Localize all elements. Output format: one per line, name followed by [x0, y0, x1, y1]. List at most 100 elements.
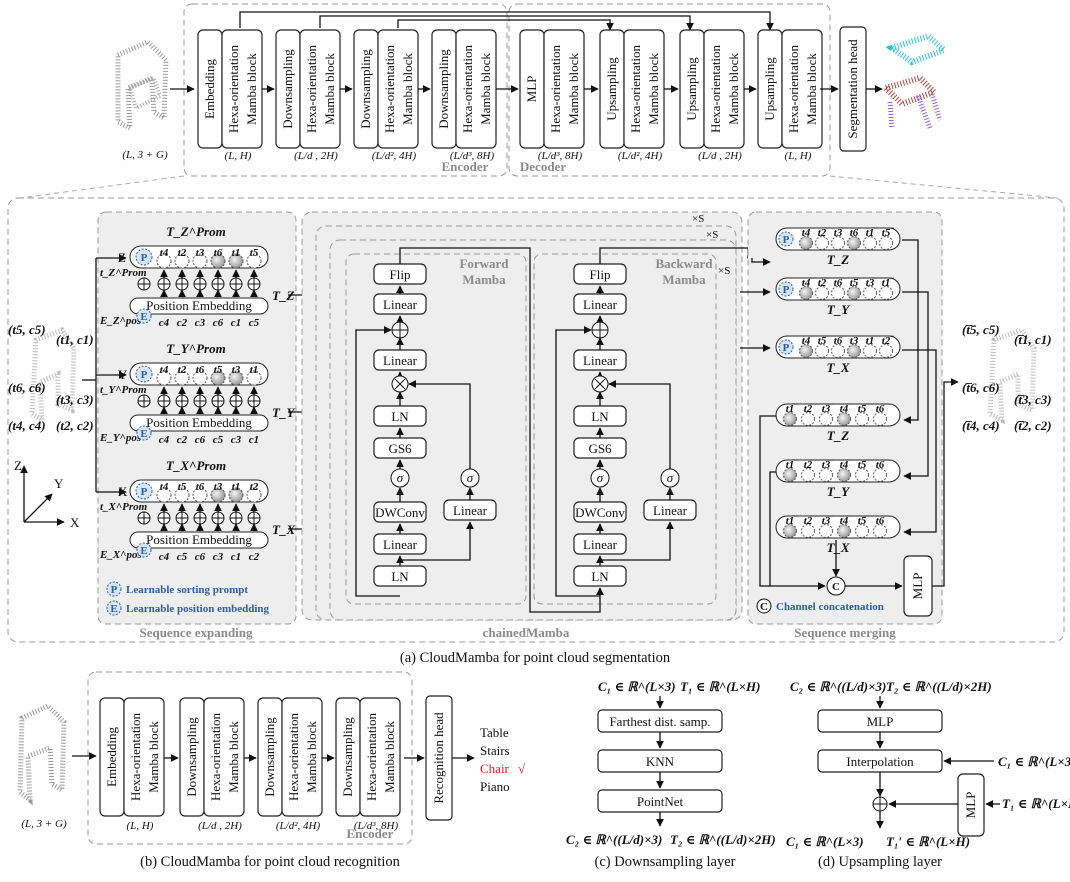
- input-chair-pointcloud: [115, 39, 169, 133]
- svg-text:P: P: [141, 252, 148, 264]
- axis-z: Z: [14, 458, 22, 473]
- svg-text:σ: σ: [467, 470, 474, 485]
- svg-text:E: E: [140, 428, 147, 440]
- coord-label: c2: [249, 551, 260, 563]
- mamba-block-label: Mamba block: [382, 721, 397, 793]
- backward-mamba-title: Backward: [655, 256, 713, 271]
- svg-text:E: E: [140, 311, 147, 323]
- svg-text:LN: LN: [591, 569, 609, 584]
- merge-token-ball: [879, 344, 893, 358]
- coord-label: c2: [177, 317, 188, 329]
- legend-channel-concat: C Channel concatenation: [756, 598, 884, 614]
- rec-block-label: Downsampling: [340, 717, 355, 797]
- hexa-label: Hexa-orientation: [364, 712, 379, 801]
- token-label: t4: [160, 481, 169, 493]
- svg-text:KNN: KNN: [646, 754, 675, 769]
- output-segmented-chair: [880, 32, 950, 129]
- svg-text:P: P: [783, 342, 790, 354]
- downsampling-block-1-label: Downsampling: [280, 49, 295, 129]
- caption-a: (a) CloudMamba for point cloud segmentat…: [400, 650, 671, 666]
- axis-y: Y: [54, 476, 64, 491]
- merge-token-ball: [819, 412, 833, 426]
- rec-hexa-mamba-block: [359, 697, 401, 817]
- rec-dim-label: (L, H): [127, 820, 154, 832]
- token-label: t1: [232, 481, 241, 493]
- svg-text:Linear: Linear: [583, 353, 618, 368]
- svg-text:Flip: Flip: [390, 267, 411, 282]
- merge-token-ball: [831, 286, 845, 300]
- merge-token-ball: [855, 524, 869, 538]
- token-ball: [210, 487, 226, 503]
- token-label: t2: [250, 481, 259, 493]
- token-ball: [156, 253, 172, 269]
- recognition-input-chair: [17, 702, 67, 806]
- legend-position-embedding: E Learnable position embedding: [106, 600, 270, 616]
- mamba-block-label: Mamba block: [566, 53, 581, 125]
- svg-text:LN: LN: [391, 409, 409, 424]
- svg-text:Mamba: Mamba: [662, 272, 706, 287]
- merge-token-ball: [783, 524, 797, 538]
- position-embedding-box: [129, 531, 269, 549]
- hexa-label: Hexa-orientation: [708, 44, 723, 133]
- token-ball: [174, 370, 190, 386]
- token-label: t1: [250, 364, 259, 376]
- svg-text:(L, 3 + G): (L, 3 + G): [21, 818, 67, 830]
- token-label: t5: [214, 364, 223, 376]
- token-ball: [156, 487, 172, 503]
- coord-label: c5: [213, 434, 224, 446]
- rec-dim-label: (L/d³, 8H): [354, 820, 399, 832]
- svg-text:E: E: [110, 603, 117, 615]
- token-label: t6: [214, 247, 223, 259]
- us-out-c: C₁ ∈ ℝ^(L×3): [786, 834, 864, 849]
- svg-text:Interpolation: Interpolation: [846, 754, 914, 769]
- pos-emb-label: E_Z^pos: [99, 315, 141, 327]
- forward-mamba-title: Forward: [459, 256, 509, 271]
- recognition-encoder-region: [87, 671, 413, 845]
- merge-token-ball: [815, 344, 829, 358]
- merge-token-ball: [873, 468, 887, 482]
- mamba-block-label: Mamba block: [304, 721, 319, 793]
- merge-token-ball: [819, 468, 833, 482]
- merge-token-ball: [873, 412, 887, 426]
- repeat-s-3: ×S: [718, 265, 730, 277]
- coord-label: c6: [195, 551, 206, 563]
- merge-token-ball: [837, 412, 851, 426]
- rec-dim-label: (L/d², 4H): [276, 820, 321, 832]
- svg-text:MLP: MLP: [910, 573, 925, 600]
- token-label: t6: [196, 364, 205, 376]
- dim-label: (L/d³, 8H): [538, 150, 583, 162]
- token-label: t1: [232, 247, 241, 259]
- ds-in-t: T₁ ∈ ℝ^(L×H): [680, 679, 760, 694]
- rec-block-label: Downsampling: [262, 717, 277, 797]
- sequence-output-label: T_Y: [272, 405, 295, 420]
- token-label: t5: [250, 247, 259, 259]
- token-label: t3: [214, 481, 223, 493]
- ds-in-c: C₁ ∈ ℝ^(L×3): [598, 679, 676, 694]
- svg-text:Linear: Linear: [453, 503, 488, 518]
- merge-sorted-z-label: T_Z: [827, 428, 849, 443]
- hexa-label: Hexa-orientation: [208, 712, 223, 801]
- mamba-block-label: Mamba block: [646, 53, 661, 125]
- embedding-block-label: Embedding: [202, 59, 217, 119]
- position-embedding-box: [129, 414, 269, 432]
- detail-region: [7, 197, 1065, 643]
- svg-text:LN: LN: [591, 409, 609, 424]
- sorting-prompt-icon: [135, 482, 153, 500]
- downsampling-layer: C₁ ∈ ℝ^(L×3) T₁ ∈ ℝ^(L×H) Farthest dist.…: [566, 679, 776, 847]
- svg-text:Linear: Linear: [653, 503, 688, 518]
- merge-row-z-label: T_Z: [827, 252, 849, 267]
- coord-label: c4: [159, 434, 170, 446]
- us-t1: T₁ ∈ ℝ^(L×H): [1002, 796, 1070, 811]
- hexa-label: Hexa-orientation: [382, 44, 397, 133]
- output-point-label: (t̅1, c1): [1014, 332, 1052, 347]
- skip-connection-2: [319, 15, 694, 31]
- svg-text:MLP: MLP: [867, 714, 894, 729]
- merge-row-z: Pt4̅t2̅t3̅t6̅t1̅t5̅T_Z: [775, 227, 901, 267]
